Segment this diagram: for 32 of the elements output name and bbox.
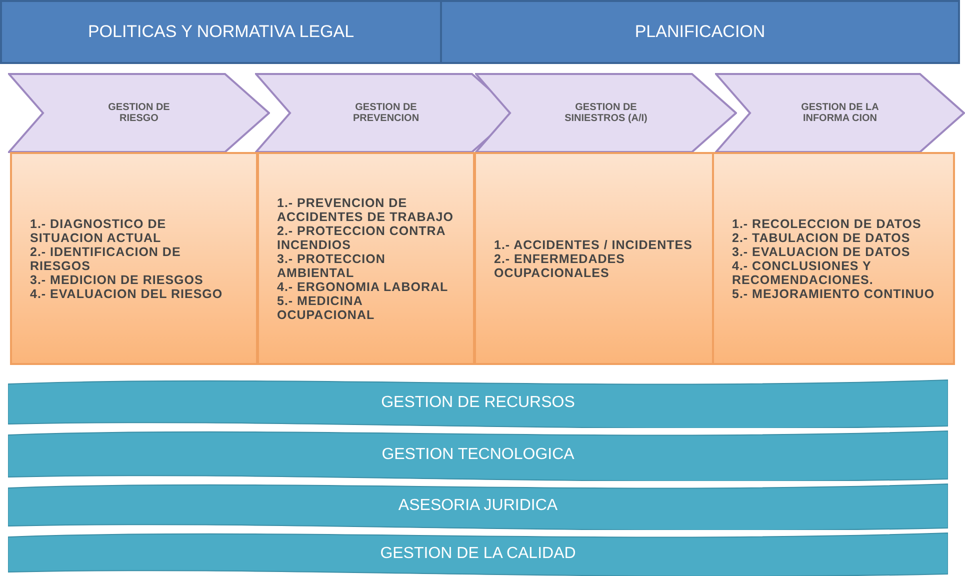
band-title: ASESORIA JURIDICA bbox=[398, 497, 558, 515]
list-item: 2.- TABULACION DE DATOS bbox=[732, 230, 912, 244]
list-panel bbox=[474, 152, 714, 365]
list-panel bbox=[10, 152, 258, 365]
list-item: 2.- IDENTIFICACION DE RIESGOS bbox=[30, 244, 182, 272]
list-item: 5.- MEJORAMIENTO CONTINUO bbox=[732, 286, 935, 300]
list-item: 1.- ACCIDENTES / INCIDENTES bbox=[494, 238, 694, 252]
list-panel bbox=[257, 152, 475, 365]
list-item: 1.- DIAGNOSTICO DE SITUACION ACTUAL bbox=[30, 216, 168, 244]
header-bar bbox=[440, 0, 960, 64]
list-item: 5.- MEDICINA OCUPACIONAL bbox=[277, 294, 376, 322]
list-panel bbox=[712, 152, 955, 365]
stage-title: GESTION DE LA INFORMA CION bbox=[800, 102, 880, 124]
stage-title: GESTION DE SINIESTROS (A/I) bbox=[564, 102, 648, 124]
list-item: 4.- EVALUACION DEL RIESGO bbox=[30, 286, 224, 300]
band-title: GESTION DE LA CALIDAD bbox=[380, 544, 576, 562]
stage-title: GESTION DE PREVENCION bbox=[352, 102, 420, 124]
header-bar bbox=[0, 0, 442, 64]
list-item: 3.- EVALUACION DE DATOS bbox=[732, 244, 912, 258]
band-title: GESTION TECNOLOGICA bbox=[382, 446, 574, 464]
header-title: POLITICAS Y NORMATIVA LEGAL bbox=[88, 22, 354, 42]
list-item: 2.- ENFERMEDADES OCUPACIONALES bbox=[494, 252, 626, 280]
list-item: 2.- PROTECCION CONTRA INCENDIOS bbox=[277, 224, 446, 252]
list-item: 1.- RECOLECCION DE DATOS bbox=[732, 216, 922, 230]
list-item: 4.- ERGONOMIA LABORAL bbox=[277, 280, 450, 294]
header-title: PLANIFICACION bbox=[634, 22, 766, 42]
list-item: 3.- MEDICION DE RIESGOS bbox=[30, 272, 204, 286]
list-item: 3.- PROTECCION AMBIENTAL bbox=[277, 252, 386, 280]
stage-title: GESTION DE RIESGO bbox=[107, 102, 171, 124]
band-title: GESTION DE RECURSOS bbox=[381, 394, 575, 412]
list-item: 4.- CONCLUSIONES Y RECOMENDACIONES. bbox=[732, 258, 874, 286]
list-item: 1.- PREVENCION DE ACCIDENTES DE TRABAJO bbox=[277, 196, 454, 224]
